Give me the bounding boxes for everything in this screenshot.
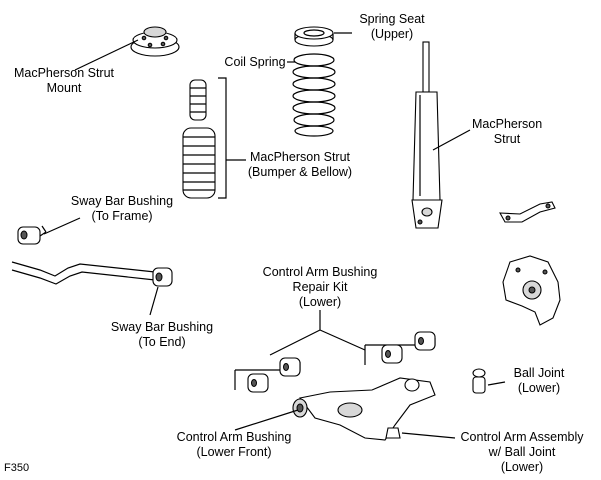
label-arm-assembly-line3: (Lower): [500, 460, 544, 474]
label-strut-mount-line2: Mount: [46, 81, 82, 95]
strut-mount-part: [130, 26, 180, 57]
label-arm-bushing-front: Control Arm Bushing (Lower Front): [170, 430, 298, 460]
sway-bar-part: [11, 261, 156, 285]
label-bushing-kit-line3: (Lower): [298, 295, 342, 309]
label-sway-frame-line1: Sway Bar Bushing: [70, 194, 174, 208]
label-sway-bushing-frame: Sway Bar Bushing (To Frame): [68, 194, 176, 224]
label-bushing-kit-line1: Control Arm Bushing: [262, 265, 378, 279]
knuckle-part: [502, 255, 561, 326]
label-sway-end-line2: (To End): [138, 335, 186, 349]
label-bushing-kit-line2: Repair Kit: [292, 280, 348, 294]
label-ball-joint: Ball Joint (Lower): [506, 366, 572, 396]
label-ball-joint-line2: (Lower): [517, 381, 561, 395]
label-arm-assembly: Control Arm Assembly w/ Ball Joint (Lowe…: [452, 430, 592, 475]
label-strut: MacPherson Strut: [472, 117, 542, 147]
label-sway-bushing-end: Sway Bar Bushing (To End): [108, 320, 216, 350]
label-spring-seat: Spring Seat (Upper): [352, 12, 432, 42]
label-sway-end-line1: Sway Bar Bushing: [110, 320, 214, 334]
coil-spring-part: [292, 53, 336, 137]
label-arm-bushing-front-line2: (Lower Front): [196, 445, 272, 459]
label-arm-assembly-line1: Control Arm Assembly: [460, 430, 584, 444]
label-spring-seat-line2: (Upper): [370, 27, 414, 41]
label-spring-seat-line1: Spring Seat: [359, 12, 425, 26]
label-ball-joint-line1: Ball Joint: [513, 366, 565, 380]
leader-lines: [39, 32, 506, 439]
label-bumper-bellow: MacPherson Strut (Bumper & Bellow): [244, 150, 356, 180]
sway-bushing-end-part: [152, 267, 173, 287]
label-bumper-bellow-line1: MacPherson Strut: [249, 150, 351, 164]
label-bushing-kit: Control Arm Bushing Repair Kit (Lower): [256, 265, 384, 310]
bumper-part: [189, 79, 207, 121]
label-strut-line1: MacPherson: [472, 117, 543, 131]
label-arm-assembly-line2: w/ Ball Joint: [488, 445, 556, 459]
ball-joint-part: [472, 368, 486, 394]
figure-code: F350: [4, 462, 30, 474]
label-strut-mount: MacPherson Strut Mount: [8, 66, 120, 96]
label-sway-frame-line2: (To Frame): [91, 209, 153, 223]
label-coil-spring: Coil Spring: [224, 55, 286, 69]
bellow-part: [182, 127, 216, 199]
stabilizer-link-part: [499, 201, 556, 223]
control-arm-part: [292, 377, 436, 441]
sway-bushing-frame-part: [17, 226, 41, 245]
label-bumper-bellow-line2: (Bumper & Bellow): [247, 165, 353, 179]
label-strut-line2: Strut: [493, 132, 521, 146]
label-arm-bushing-front-line1: Control Arm Bushing: [176, 430, 292, 444]
strut-part: [411, 41, 443, 229]
label-strut-mount-line1: MacPherson Strut: [13, 66, 115, 80]
bushing-kit-parts: [234, 331, 436, 393]
spring-seat-part: [294, 26, 334, 47]
